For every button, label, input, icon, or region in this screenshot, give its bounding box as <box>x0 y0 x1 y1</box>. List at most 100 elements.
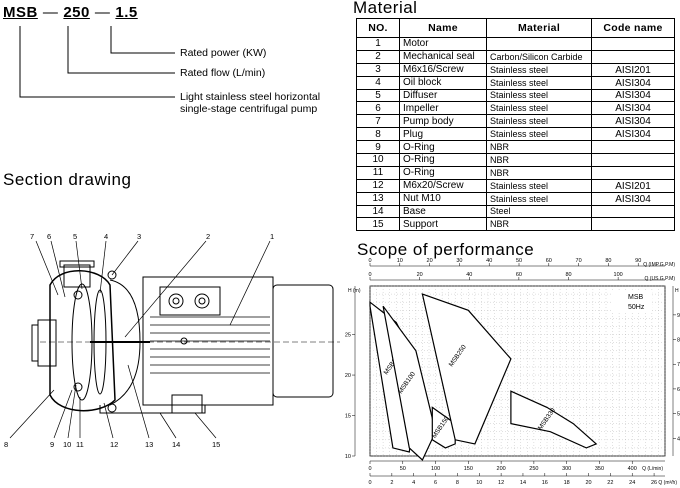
cell-material: NBR <box>486 153 592 167</box>
cell-name: Mechanical seal <box>399 49 487 64</box>
series-msb250 <box>421 293 512 445</box>
label-12: 12 <box>110 440 118 449</box>
cell-name: Support <box>399 217 487 232</box>
cell-material: NBR <box>486 140 592 155</box>
y-tick-label-right: 70 <box>677 362 680 368</box>
cell-name: M6x16/Screw <box>399 62 487 77</box>
label-10: 10 <box>63 440 71 449</box>
x-tick-label: 100 <box>431 466 440 472</box>
label-2: 2 <box>206 232 210 241</box>
cell-material: Stainless steel <box>486 191 592 206</box>
m3h-tick-label: 14 <box>520 480 526 486</box>
cell-name: Nut M10 <box>399 191 487 206</box>
chart-title: Scope of performance <box>357 240 535 259</box>
m3h-tick-label: 16 <box>542 480 548 486</box>
m3h-tick-label: 26 <box>651 480 657 486</box>
cell-name: Pump body <box>399 114 487 129</box>
m3h-tick-label: 22 <box>607 480 613 486</box>
model-callout-lines <box>19 26 175 98</box>
m3h-tick-label: 6 <box>434 480 437 486</box>
imp-tick-label: 0 <box>368 258 371 264</box>
cell-name: Base <box>399 204 487 219</box>
cell-material: Steel <box>486 204 592 219</box>
y-axis-label: H (m) <box>348 288 361 294</box>
cell-name: Oil block <box>399 75 487 90</box>
cell-material: Stainless steel <box>486 88 592 103</box>
cell-code <box>591 37 675 51</box>
base <box>99 405 206 414</box>
us-tick-label: 20 <box>417 272 423 278</box>
cell-code: AISI304 <box>591 127 675 142</box>
m3h-tick-label: 20 <box>585 480 591 486</box>
x-axis-label: Q (L/min) <box>642 466 663 472</box>
col-no: NO. <box>356 18 400 38</box>
imp-tick-label: 10 <box>397 258 403 264</box>
x-tick-label: 200 <box>497 466 506 472</box>
cell-no: 7 <box>356 114 400 129</box>
label-9: 9 <box>50 440 54 449</box>
us-tick-label: 0 <box>368 272 371 278</box>
y-tick-label-right: 80 <box>677 338 680 344</box>
cell-name: O-Ring <box>399 153 487 167</box>
cell-no: 14 <box>356 204 400 219</box>
cell-name: M6x20/Screw <box>399 178 487 193</box>
cell-name: O-Ring <box>399 140 487 155</box>
y-axis-label-right: H (ft) <box>675 288 680 294</box>
imp-tick-label: 40 <box>486 258 492 264</box>
m3h-tick-label: 0 <box>368 480 371 486</box>
m3h-tick-label: 2 <box>390 480 393 486</box>
cell-code: AISI304 <box>591 114 675 129</box>
dash: — <box>42 4 59 21</box>
label-13: 13 <box>145 440 153 449</box>
imp-tick-label: 90 <box>635 258 641 264</box>
imp-axis-label: Q (IMP.G.P.M) <box>643 262 675 268</box>
y-tick-label: 10 <box>345 454 351 460</box>
label-8: 8 <box>4 440 8 449</box>
imp-tick-label: 70 <box>576 258 582 264</box>
x-tick-label: 0 <box>368 466 371 472</box>
material-title: Material <box>353 0 418 17</box>
imp-tick-label: 50 <box>516 258 522 264</box>
cell-code: AISI201 <box>591 178 675 193</box>
series-note-2: single-stage centrifugal pump <box>180 103 318 115</box>
label-5: 5 <box>73 232 77 241</box>
cell-name: Plug <box>399 127 487 142</box>
cell-no: 13 <box>356 191 400 206</box>
cell-material: Carbon/Silicon Carbide <box>486 49 592 64</box>
cell-code <box>591 165 675 180</box>
label-11: 11 <box>76 440 84 449</box>
x-tick-label: 300 <box>562 466 571 472</box>
y-tick-label: 25 <box>345 333 351 339</box>
x-tick-label: 250 <box>529 466 538 472</box>
cell-code <box>591 217 675 232</box>
series-msb330 <box>510 390 598 449</box>
y-tick-label-right: 40 <box>677 436 680 442</box>
terminal-box <box>159 286 221 316</box>
y-tick-label-right: 50 <box>677 412 680 418</box>
motor-fan-cover <box>272 284 334 398</box>
us-tick-label: 60 <box>516 272 522 278</box>
table-header-row: NO. Name Material Code name <box>356 18 675 38</box>
label-6: 6 <box>47 232 51 241</box>
cell-no: 1 <box>356 37 400 51</box>
cell-no: 5 <box>356 88 400 103</box>
cell-code <box>591 140 675 155</box>
y-tick-label: 15 <box>345 414 351 420</box>
x-tick-label: 50 <box>400 466 406 472</box>
series-note-1: Light stainless steel horizontal <box>180 91 321 103</box>
us-tick-label: 40 <box>466 272 472 278</box>
cell-no: 11 <box>356 165 400 180</box>
imp-tick-label: 60 <box>546 258 552 264</box>
cell-material: NBR <box>486 217 592 232</box>
cell-no: 6 <box>356 101 400 116</box>
inlet-pipe <box>37 319 57 367</box>
